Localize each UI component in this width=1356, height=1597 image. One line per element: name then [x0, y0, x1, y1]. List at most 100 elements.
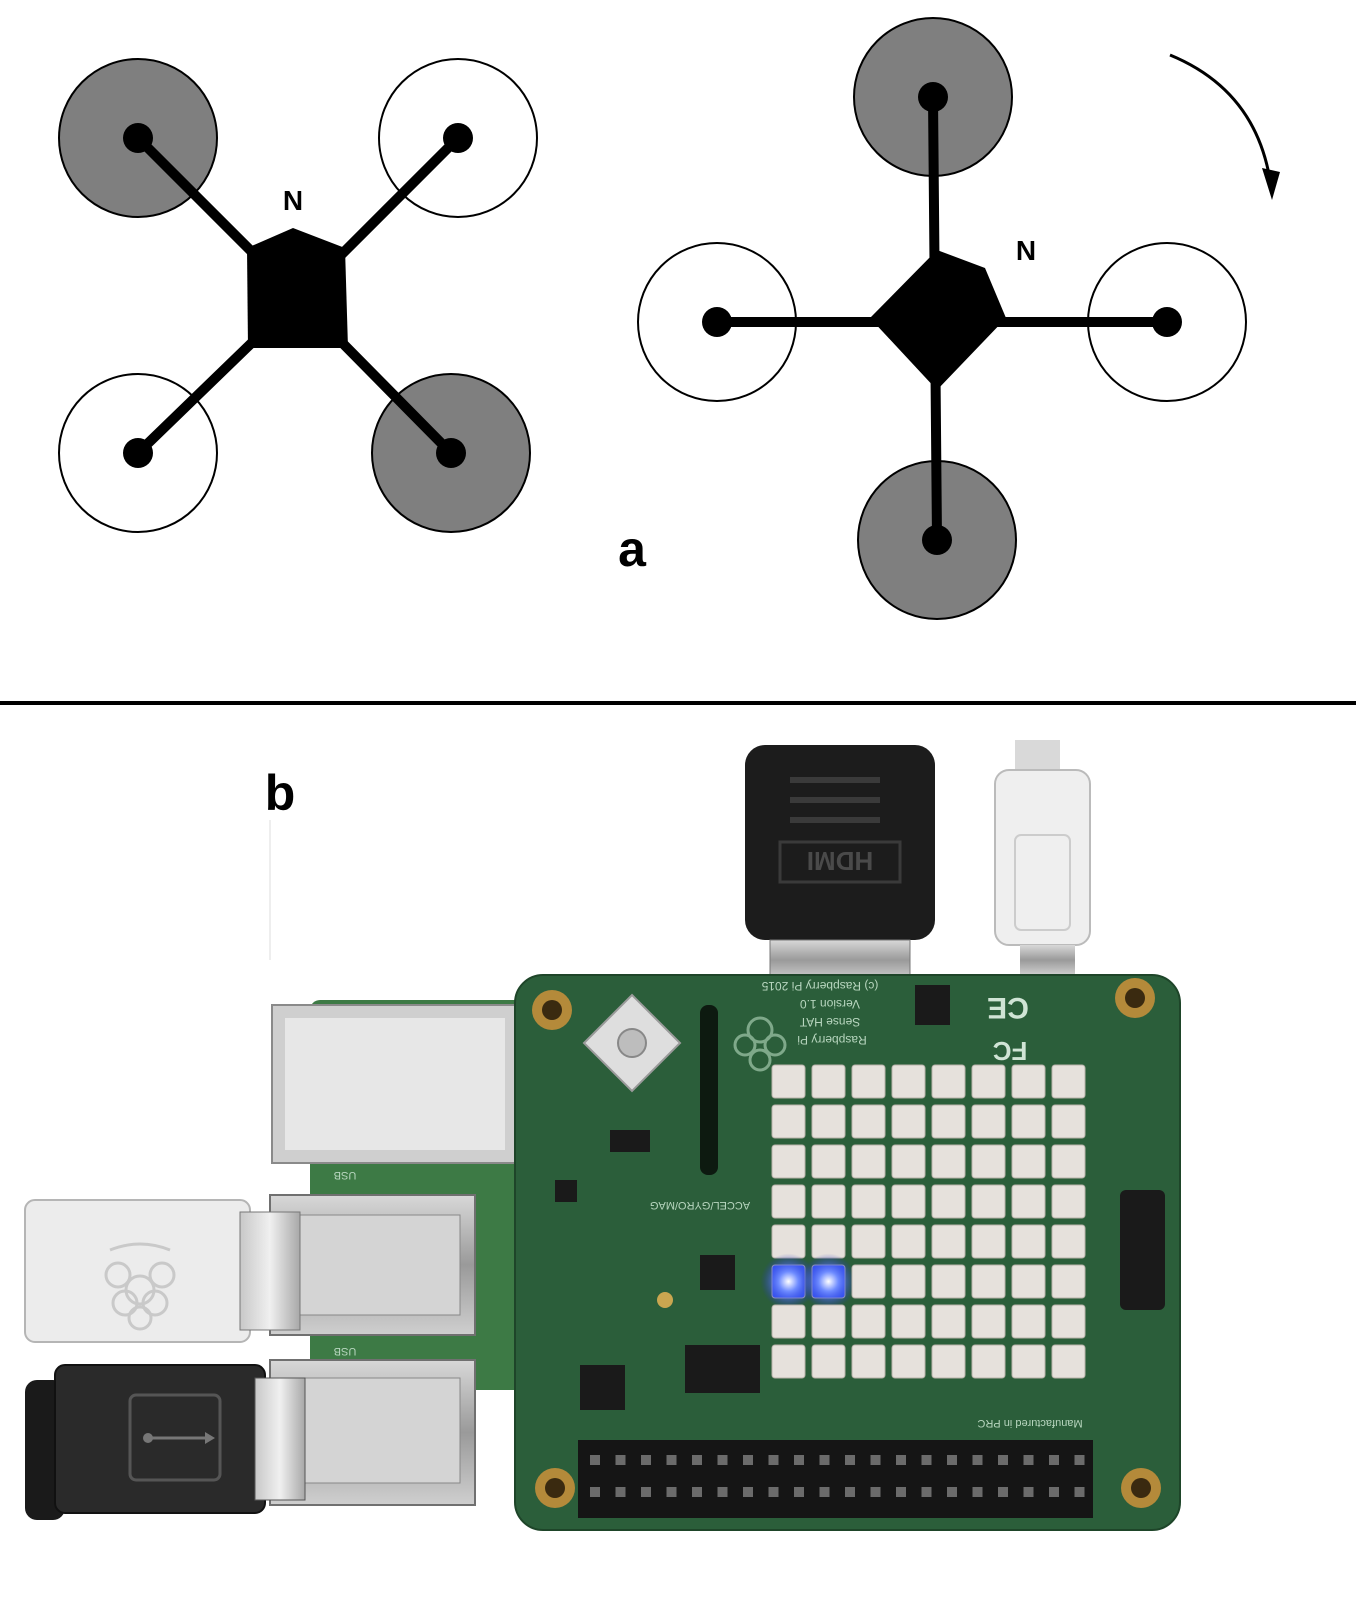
- gpio-pin: [768, 1487, 779, 1497]
- x-frame-body: [247, 228, 348, 348]
- black-usb-plug: [25, 1364, 306, 1520]
- panel-b-label: b: [265, 765, 296, 821]
- x-config-quadcopter: N: [58, 58, 538, 533]
- led-off: [1051, 1144, 1086, 1179]
- panel-a-label: a: [618, 521, 647, 577]
- gpio-pin: [870, 1487, 881, 1497]
- usb-port-upper: [269, 1194, 476, 1336]
- gpio-pin: [717, 1487, 728, 1497]
- led-off: [931, 1104, 966, 1139]
- led-off: [1011, 1064, 1046, 1099]
- plus-config-quadcopter: N: [637, 17, 1280, 620]
- board-copyright-text: (c) Raspberry Pi 2015: [761, 979, 878, 993]
- rotation-arrow-icon: [1169, 53, 1280, 200]
- led-off: [851, 1064, 886, 1099]
- led-off: [771, 1064, 806, 1099]
- gpio-pin: [947, 1487, 957, 1497]
- board-sensor-text: ACCEL/GYRO/MAG: [650, 1199, 750, 1211]
- board-chips: [555, 985, 1165, 1410]
- ribbon-slot: [700, 1005, 718, 1175]
- led-off: [971, 1264, 1006, 1299]
- led-off: [851, 1304, 886, 1339]
- led-off: [971, 1064, 1006, 1099]
- x-north-label: N: [283, 185, 303, 216]
- led-matrix: [760, 1064, 1086, 1379]
- ce-mark: CE: [987, 991, 1029, 1024]
- hdmi-cable: HDMI: [745, 745, 935, 981]
- led-off: [971, 1224, 1006, 1259]
- gpio-pin: [1074, 1487, 1085, 1497]
- fcc-mark: FC: [992, 1036, 1027, 1066]
- ethernet-port: [271, 1004, 518, 1164]
- mounting-holes: [532, 978, 1161, 1508]
- led-off: [931, 1224, 966, 1259]
- led-off: [771, 1224, 806, 1259]
- led-off: [891, 1344, 926, 1379]
- led-off: [811, 1064, 846, 1099]
- led-off: [891, 1104, 926, 1139]
- led-off: [931, 1344, 966, 1379]
- led-off: [851, 1104, 886, 1139]
- board-model-text: Sense HAT: [799, 1015, 860, 1029]
- led-off: [931, 1184, 966, 1219]
- led-off: [851, 1264, 886, 1299]
- gpio-pin: [794, 1487, 804, 1497]
- led-off: [1011, 1184, 1046, 1219]
- led-off: [1011, 1304, 1046, 1339]
- gpio-pin: [921, 1455, 932, 1465]
- gpio-pin: [819, 1487, 830, 1497]
- led-off: [971, 1104, 1006, 1139]
- led-off: [1051, 1224, 1086, 1259]
- led-off: [1011, 1344, 1046, 1379]
- led-off: [1011, 1264, 1046, 1299]
- gpio-pin: [1023, 1455, 1034, 1465]
- led-off: [1051, 1304, 1086, 1339]
- gpio-pin: [998, 1487, 1008, 1497]
- led-off: [851, 1144, 886, 1179]
- gpio-pin: [921, 1487, 932, 1497]
- led-off: [971, 1344, 1006, 1379]
- led-off: [811, 1344, 846, 1379]
- gpio-pin: [896, 1455, 906, 1465]
- led-off: [1051, 1264, 1086, 1299]
- gpio-pin: [590, 1487, 600, 1497]
- gpio-pin: [743, 1487, 753, 1497]
- board-manufactured-text: Manufactured in PRC: [977, 1417, 1082, 1429]
- gpio-pin: [972, 1455, 983, 1465]
- gpio-pin: [998, 1455, 1008, 1465]
- led-off: [931, 1064, 966, 1099]
- plus-frame-body: [870, 250, 1006, 390]
- led-glow: [760, 1253, 817, 1310]
- gpio-pin: [768, 1455, 779, 1465]
- gpio-pin: [590, 1455, 600, 1465]
- gpio-pin: [1074, 1455, 1085, 1465]
- panel-a: N N: [58, 17, 1280, 620]
- led-off: [971, 1184, 1006, 1219]
- led-off: [931, 1144, 966, 1179]
- led-off: [851, 1344, 886, 1379]
- gpio-housing: [578, 1440, 1093, 1518]
- led-off: [1051, 1064, 1086, 1099]
- gpio-header: [578, 1440, 1093, 1518]
- gpio-pin: [641, 1455, 651, 1465]
- gpio-pin: [615, 1487, 626, 1497]
- led-off: [811, 1144, 846, 1179]
- gpio-pin: [972, 1487, 983, 1497]
- hdmi-label: HDMI: [807, 846, 873, 876]
- led-off: [811, 1184, 846, 1219]
- gpio-pin: [1049, 1487, 1059, 1497]
- led-off: [1051, 1184, 1086, 1219]
- led-off: [891, 1064, 926, 1099]
- led-off: [811, 1224, 846, 1259]
- gpio-pin: [615, 1455, 626, 1465]
- led-off: [931, 1304, 966, 1339]
- led-off: [891, 1144, 926, 1179]
- led-off: [771, 1144, 806, 1179]
- gpio-pin: [794, 1455, 804, 1465]
- gpio-pin: [717, 1455, 728, 1465]
- led-off: [851, 1224, 886, 1259]
- gpio-pin: [947, 1455, 957, 1465]
- led-glow: [800, 1253, 857, 1310]
